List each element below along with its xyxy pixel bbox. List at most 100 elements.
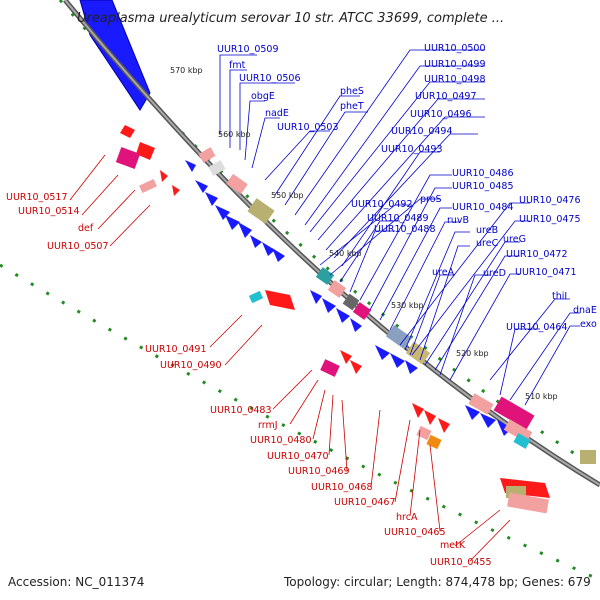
tick-label: 530 kbp xyxy=(391,301,424,310)
gene-label: UUR10_0468 xyxy=(311,482,373,493)
reverse-gene-mark xyxy=(340,350,352,364)
gene-label: UUR10_0498 xyxy=(424,74,486,85)
tick-label: 560 kbp xyxy=(218,130,251,139)
reverse-gene-mark xyxy=(350,360,362,374)
forward-gene-mark xyxy=(480,413,496,428)
reverse-gene-mark xyxy=(438,418,450,433)
gene-label: UUR10_0506 xyxy=(239,73,301,84)
forward-gene-mark xyxy=(350,318,362,332)
gene-label: ureB xyxy=(476,225,498,236)
forward-gene-mark xyxy=(205,192,218,206)
gene-label: pheT xyxy=(340,101,364,112)
tick-labels: 570 kbp 560 kbp 550 kbp 540 kbp 530 kbp … xyxy=(170,66,558,401)
gene-label: UUR10_0500 xyxy=(424,43,486,54)
outer-tick-ring xyxy=(58,0,600,472)
forward-gene-mark xyxy=(310,290,322,304)
reverse-gene-labels: UUR10_0517 UUR10_0514 def UUR10_0507 UUR… xyxy=(6,192,492,568)
gene-label: def xyxy=(78,223,94,234)
reverse-gene-mark xyxy=(424,410,436,425)
gene-label: UUR10_0503 xyxy=(277,122,339,133)
gene-label: UUR10_0497 xyxy=(415,91,477,102)
gene-label: UUR10_0509 xyxy=(217,44,279,55)
gene-label: UUR10_0470 xyxy=(267,451,329,462)
summary-text: Topology: circular; Length: 874,478 bp; … xyxy=(283,575,591,589)
gene-label: rrmJ xyxy=(258,420,278,431)
gene-label: UUR10_0485 xyxy=(452,181,514,192)
reverse-gene-mark xyxy=(172,185,180,196)
reverse-gene-mark xyxy=(120,125,135,138)
gene-label: UUR10_0496 xyxy=(410,109,472,120)
gene-label: UUR10_0469 xyxy=(288,466,350,477)
forward-leader-lines xyxy=(219,49,580,406)
gene-label: nadE xyxy=(265,108,289,119)
tick-label: 520 kbp xyxy=(456,349,489,358)
gene-label: UUR10_0475 xyxy=(519,214,581,225)
tick-label: 510 kbp xyxy=(525,392,558,401)
gene-label: fmt xyxy=(229,60,246,71)
gene-label: UUR10_0476 xyxy=(519,195,581,206)
forward-gene-mark xyxy=(390,353,405,368)
gene-label: ureD xyxy=(483,268,506,279)
gene-label: dnaE xyxy=(573,305,597,316)
gene-label: UUR10_0465 xyxy=(384,527,446,538)
gene-label: ureA xyxy=(432,267,455,278)
reverse-gene-mark xyxy=(160,170,168,182)
gene-label: proS xyxy=(420,194,442,205)
backbone-highlight xyxy=(64,0,600,486)
gene-label: UUR10_0517 xyxy=(6,192,68,203)
gene-label: thiI xyxy=(552,291,567,302)
gene-label: UUR10_0493 xyxy=(381,144,443,155)
gene-label: UUR10_0492 xyxy=(351,199,413,210)
gene-label: metK xyxy=(440,540,466,551)
forward-gene-mark xyxy=(238,222,252,238)
reverse-leader-lines xyxy=(69,154,511,562)
gene-label: pheS xyxy=(340,86,364,97)
gene-label: hrcA xyxy=(396,512,418,523)
accession-text: Accession: NC_011374 xyxy=(8,575,144,589)
forward-gene-mark xyxy=(322,298,336,313)
gene-label: exo xyxy=(580,319,597,330)
forward-gene-mark xyxy=(375,345,390,360)
forward-gene-mark xyxy=(336,308,350,323)
tick-label: 540 kbp xyxy=(329,249,362,258)
forward-gene-mark xyxy=(225,215,240,230)
gene-label: UUR10_0480 xyxy=(250,435,312,446)
olive-feature xyxy=(580,450,596,464)
gene-label: ureC xyxy=(476,238,499,249)
forward-colored-features xyxy=(198,147,535,449)
forward-gene-labels: UUR10_0509 fmt UUR10_0506 obgE nadE UUR1… xyxy=(217,43,597,333)
gene-label: UUR10_0514 xyxy=(18,206,80,217)
gene-label: UUR10_0472 xyxy=(506,249,568,260)
gene-label: UUR10_0507 xyxy=(47,241,109,252)
reverse-gene-mark xyxy=(412,403,424,418)
gene-label: ruvB xyxy=(447,215,469,226)
gene-label: obgE xyxy=(251,91,275,102)
forward-gene-mark xyxy=(465,405,480,420)
gene-label: UUR10_0483 xyxy=(210,405,272,416)
gene-label: UUR10_0489 xyxy=(367,213,429,224)
gene-label: UUR10_0484 xyxy=(452,202,514,213)
forward-gene-mark xyxy=(262,242,275,256)
tick-label: 570 kbp xyxy=(170,66,203,75)
gene-label: UUR10_0491 xyxy=(145,344,207,355)
forward-gene-mark xyxy=(405,360,418,374)
forward-gene-mark xyxy=(185,160,196,172)
forward-gene-mark xyxy=(250,235,262,248)
gene-label: ureG xyxy=(503,234,526,245)
tick-label: 550 kbp xyxy=(271,191,304,200)
forward-gene-mark xyxy=(272,248,285,262)
reverse-gene-mark xyxy=(265,290,295,310)
gene-label: UUR10_0494 xyxy=(391,126,453,137)
gene-label: UUR10_0486 xyxy=(452,168,514,179)
reverse-gene-mark xyxy=(136,142,155,160)
forward-feature-track xyxy=(185,160,596,464)
gene-label: UUR10_0490 xyxy=(160,360,222,371)
forward-gene-mark xyxy=(195,180,208,193)
map-title: Ureaplasma urealyticum serovar 10 str. A… xyxy=(77,11,504,26)
gene-label: UUR10_0467 xyxy=(334,497,396,508)
gene-label: UUR10_0464 xyxy=(506,322,568,333)
gene-label: UUR10_0488 xyxy=(374,224,436,235)
reverse-feature-track xyxy=(115,125,550,514)
gene-label: UUR10_0499 xyxy=(424,59,486,70)
